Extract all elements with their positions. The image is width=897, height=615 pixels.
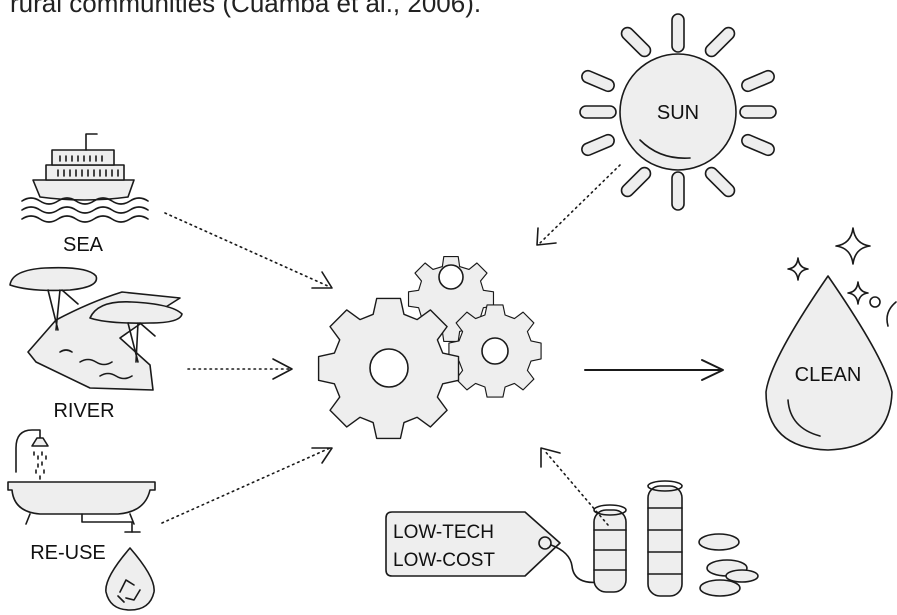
sun-to-gears-arrow [536, 164, 621, 246]
tag-line-1: LOW-TECH [393, 522, 494, 543]
river-label: RIVER [53, 400, 114, 422]
ship-icon [32, 133, 135, 201]
price-tag-icon [385, 511, 601, 584]
sea-label: SEA [63, 234, 104, 256]
recycle-drop-icon [105, 547, 155, 611]
sun-label: SUN [657, 102, 699, 124]
sun-icon [579, 13, 777, 211]
clean-label: CLEAN [795, 364, 862, 386]
sea-to-gears-arrow [164, 212, 333, 289]
cost-to-gears-arrow [540, 447, 609, 526]
caption-text: rural communities (Cuamba et al., 2006). [10, 0, 482, 18]
waves-icon [21, 197, 149, 223]
reuse-label: RE-USE [30, 542, 106, 564]
gear-large [317, 297, 460, 440]
gears-icon [317, 255, 542, 440]
tag-line-2: LOW-COST [393, 550, 495, 571]
process-to-clean-arrow [584, 359, 724, 381]
reuse-to-gears-arrow [161, 447, 333, 524]
river-to-gears-arrow [187, 358, 293, 380]
coin-stack-icon [593, 480, 759, 597]
sparkle-icon [787, 227, 897, 327]
bathtub-icon [7, 481, 156, 533]
shower-icon [15, 429, 49, 480]
gear-small-right [448, 304, 542, 398]
trees-icon [9, 266, 183, 363]
water-drop-icon [765, 275, 893, 451]
